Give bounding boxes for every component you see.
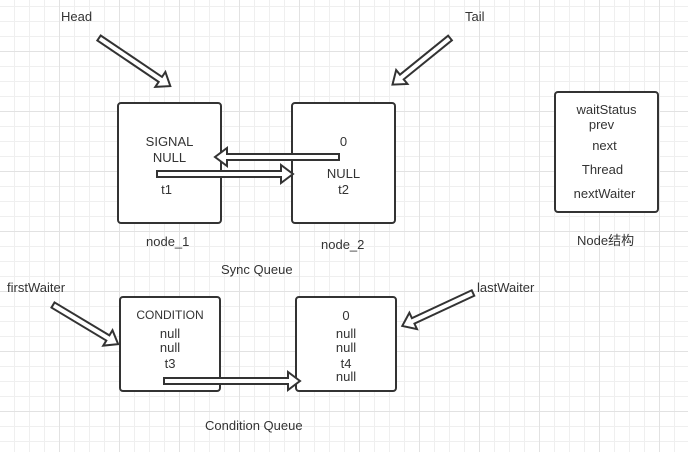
node-structure-box[interactable]: waitStatus prev next Thread nextWaiter: [554, 91, 659, 213]
field-next: next: [592, 138, 617, 153]
tail-label: Tail: [465, 9, 485, 24]
first-waiter-label: firstWaiter: [7, 280, 66, 295]
field-next-waiter: nextWaiter: [573, 186, 636, 201]
sync-queue-title: Sync Queue: [221, 262, 293, 277]
cond-node-1-thread: t3: [164, 356, 176, 371]
condition-queue-title: Condition Queue: [205, 418, 303, 433]
condition-node-1[interactable]: CONDITION null null t3: [119, 296, 221, 392]
node-2-thread: t2: [338, 182, 349, 197]
prev-arrow[interactable]: [213, 146, 340, 168]
next-waiter-arrow[interactable]: [163, 370, 302, 392]
head-label: Head: [61, 9, 93, 24]
head-arrow[interactable]: [94, 31, 175, 94]
cond-node-1-next: null: [159, 340, 181, 355]
cond-node-2-thread: t4: [340, 356, 352, 371]
sync-node-2[interactable]: 0 NULL t2: [291, 102, 396, 224]
cond-node-2-next: null: [335, 340, 357, 355]
node-1-prev: NULL: [152, 150, 187, 165]
node-1-thread: t1: [161, 182, 172, 197]
sync-node-1[interactable]: SIGNAL NULL t1: [117, 102, 222, 224]
node-2-label: node_2: [321, 237, 365, 252]
node-2-wait-status: 0: [339, 134, 348, 149]
cond-node-2-prev: null: [335, 326, 357, 341]
last-waiter-label: lastWaiter: [477, 280, 535, 295]
cond-node-2-wait-status: 0: [342, 308, 350, 323]
cond-node-1-prev: null: [159, 326, 181, 341]
tail-arrow[interactable]: [387, 31, 456, 92]
last-waiter-arrow[interactable]: [399, 285, 477, 334]
cond-node-1-wait-status: CONDITION: [136, 308, 204, 322]
node-2-prev: NULL: [326, 166, 361, 181]
field-prev: prev: [588, 117, 615, 132]
first-waiter-arrow[interactable]: [48, 297, 122, 352]
cond-node-2-next-waiter: null: [335, 369, 357, 384]
condition-node-2[interactable]: 0 null null t4 null: [295, 296, 397, 392]
node-structure-title: Node结构: [577, 233, 635, 248]
field-thread: Thread: [581, 162, 624, 177]
node-1-label: node_1: [146, 234, 190, 249]
next-arrow[interactable]: [156, 163, 295, 185]
node-1-wait-status: SIGNAL: [145, 134, 194, 149]
field-wait-status: waitStatus: [576, 102, 637, 117]
